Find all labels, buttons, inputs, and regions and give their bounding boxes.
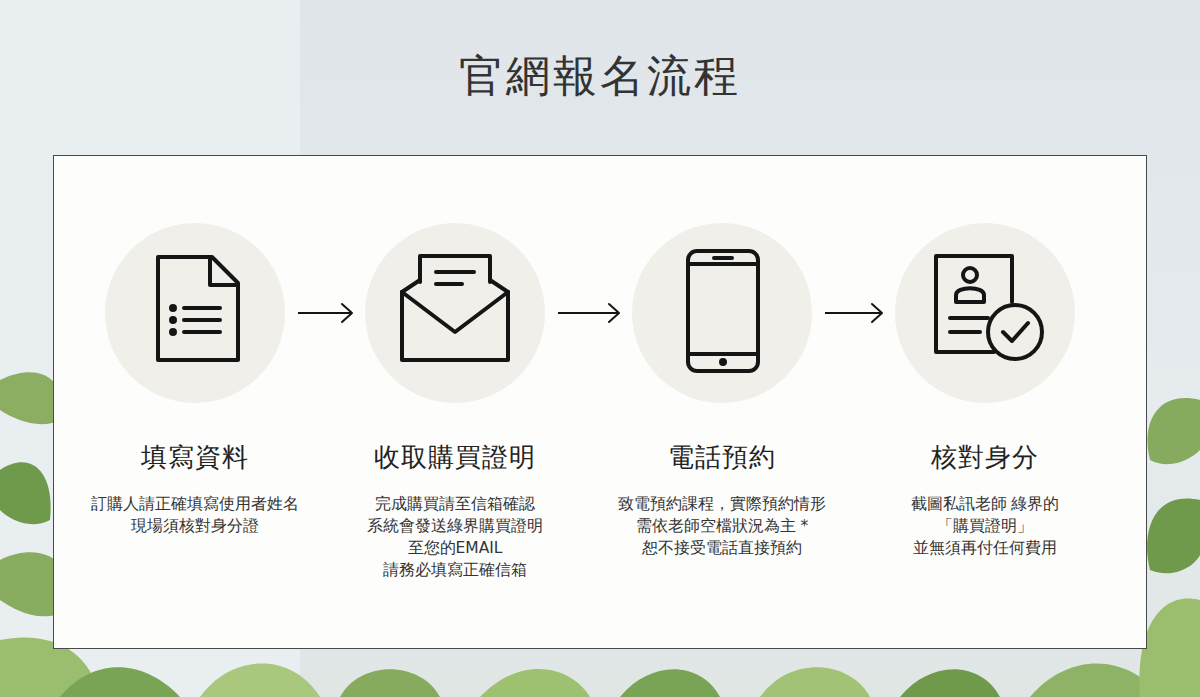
id-check-icon xyxy=(936,256,1042,359)
document-icon xyxy=(158,257,238,360)
icon-circle xyxy=(105,223,285,403)
envelope-icon xyxy=(402,256,508,360)
diagram-title: 官網報名流程 xyxy=(0,50,1200,103)
step-heading: 電話預約 xyxy=(597,441,847,475)
step-node: 收取購買證明完成購買請至信箱確認 系統會發送綠界購買證明 至您的EMAIL 請務… xyxy=(330,223,580,581)
step-node: 電話預約致電預約課程，實際預約情形 需依老師空檔狀況為主 *恕不接受電話直接預約 xyxy=(597,223,847,559)
step-heading: 核對身分 xyxy=(860,441,1110,475)
icon-circle xyxy=(632,223,812,403)
icon-circle xyxy=(365,223,545,403)
step-node: 填寫資料訂購人請正確填寫使用者姓名 現場須核對身分證 xyxy=(70,223,320,537)
phone-icon xyxy=(688,251,758,371)
flow-arrow xyxy=(825,304,882,322)
step-heading: 填寫資料 xyxy=(70,441,320,475)
flow-arrow xyxy=(558,304,619,322)
step-description: 致電預約課程，實際預約情形 需依老師空檔狀況為主 *恕不接受電話直接預約 xyxy=(615,493,830,559)
step-heading: 收取購買證明 xyxy=(330,441,580,475)
step-description: 完成購買請至信箱確認 系統會發送綠界購買證明 至您的EMAIL 請務必填寫正確信… xyxy=(348,493,563,581)
step-description: 訂購人請正確填寫使用者姓名 現場須核對身分證 xyxy=(88,493,303,537)
flow-arrow xyxy=(298,304,352,322)
step-description: 截圖私訊老師 綠界的「購買證明」 並無須再付任何費用 xyxy=(878,493,1093,559)
step-node: 核對身分截圖私訊老師 綠界的「購買證明」 並無須再付任何費用 xyxy=(860,223,1110,559)
icon-circle xyxy=(895,223,1075,403)
